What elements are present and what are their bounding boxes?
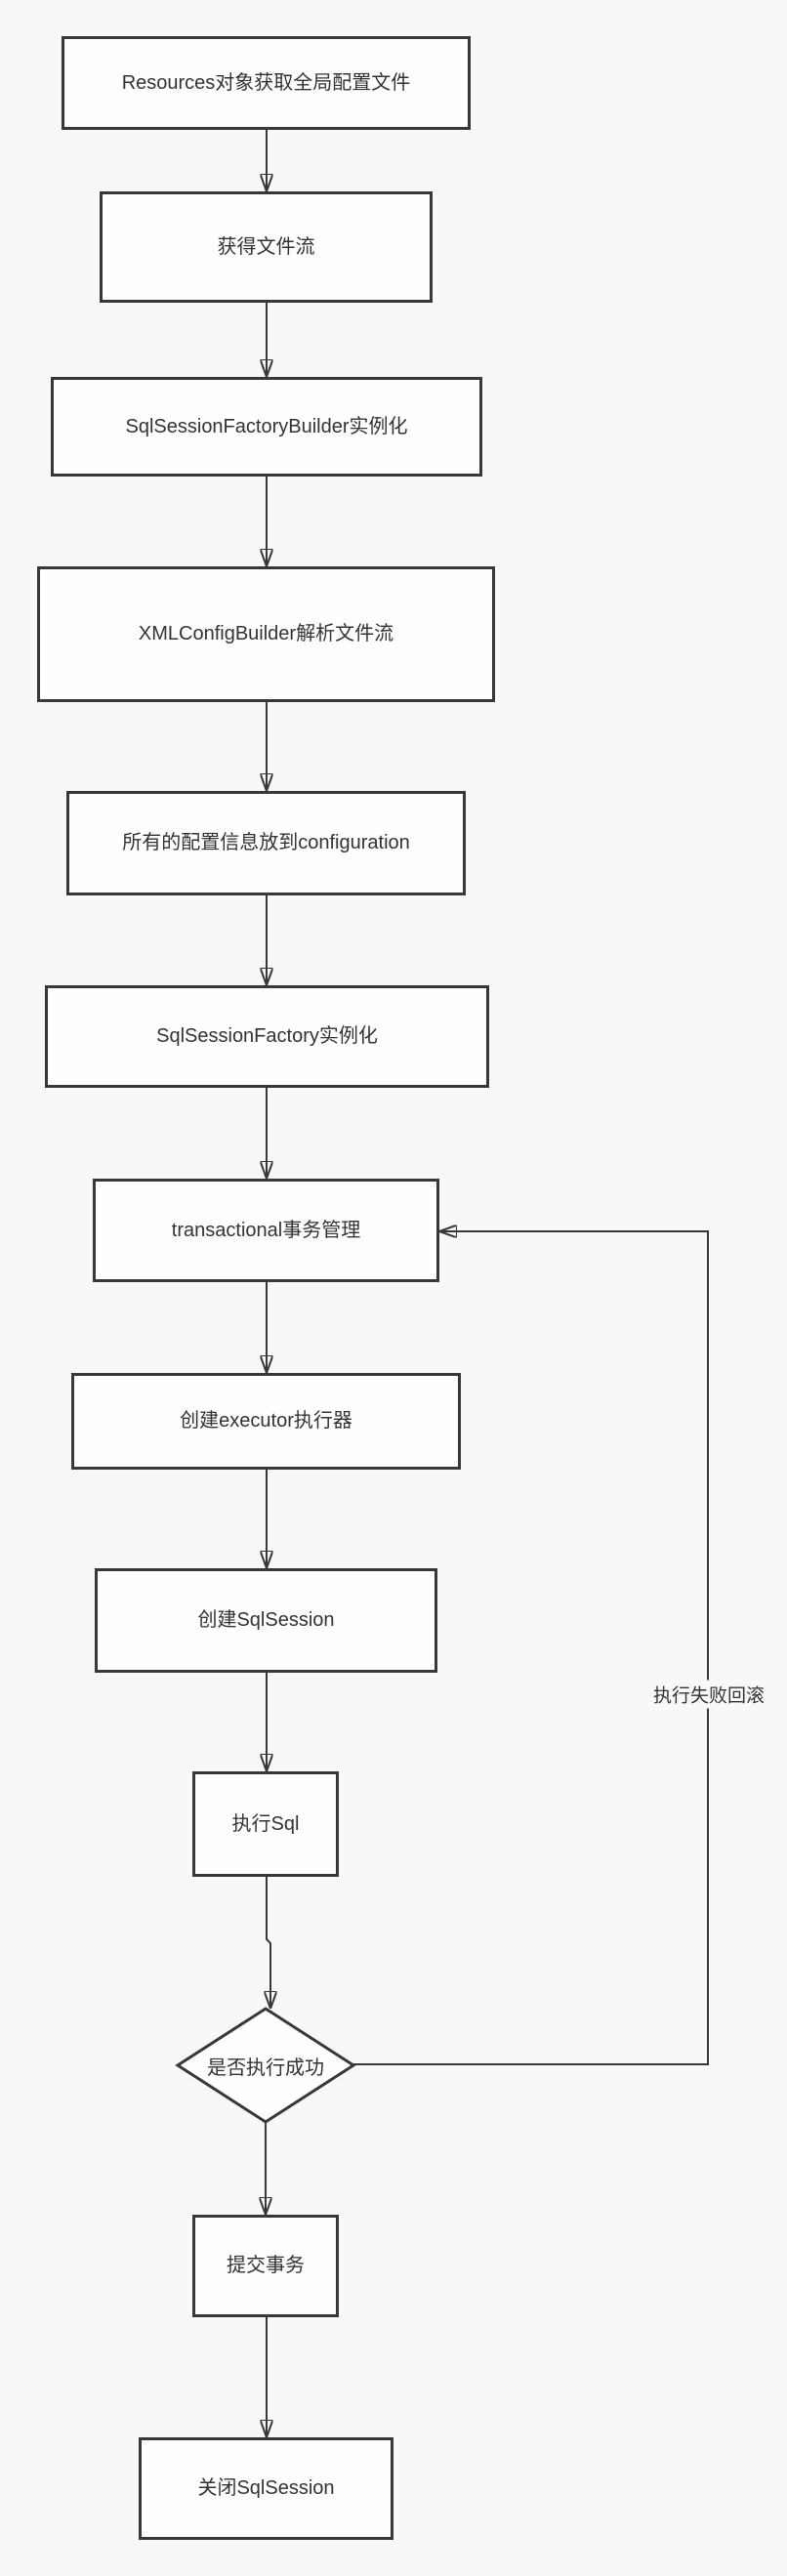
flow-node-sqlsessionfactory-instantiate: SqlSessionFactory实例化 [45,985,489,1088]
flow-decision-execution-success: 是否执行成功 [207,2057,324,2079]
flow-node-commit-transaction: 提交事务 [192,2215,339,2317]
flow-node-close-sqlsession: 关闭SqlSession [139,2437,394,2540]
flow-node-config-to-configuration: 所有的配置信息放到configuration [66,791,466,895]
flow-node-get-file-stream: 获得文件流 [100,191,433,303]
flow-node-xmlconfigbuilder-parse: XMLConfigBuilder解析文件流 [37,566,495,702]
flow-node-execute-sql: 执行Sql [192,1771,339,1877]
edge-executesql-to-decision [267,1877,270,2009]
flow-node-sqlsessionfactorybuilder-instantiate: SqlSessionFactoryBuilder实例化 [51,377,482,477]
edge-rollback-loop [353,1231,709,2065]
flow-node-transactional-management: transactional事务管理 [93,1179,439,1282]
decision-diamond-shape [175,2007,356,2124]
flow-node-create-executor: 创建executor执行器 [71,1373,461,1470]
flow-node-create-sqlsession: 创建SqlSession [95,1568,437,1673]
edge-label-rollback: 执行失败回滚 [650,1680,767,1709]
flow-node-resources-load-config: Resources对象获取全局配置文件 [62,36,471,130]
